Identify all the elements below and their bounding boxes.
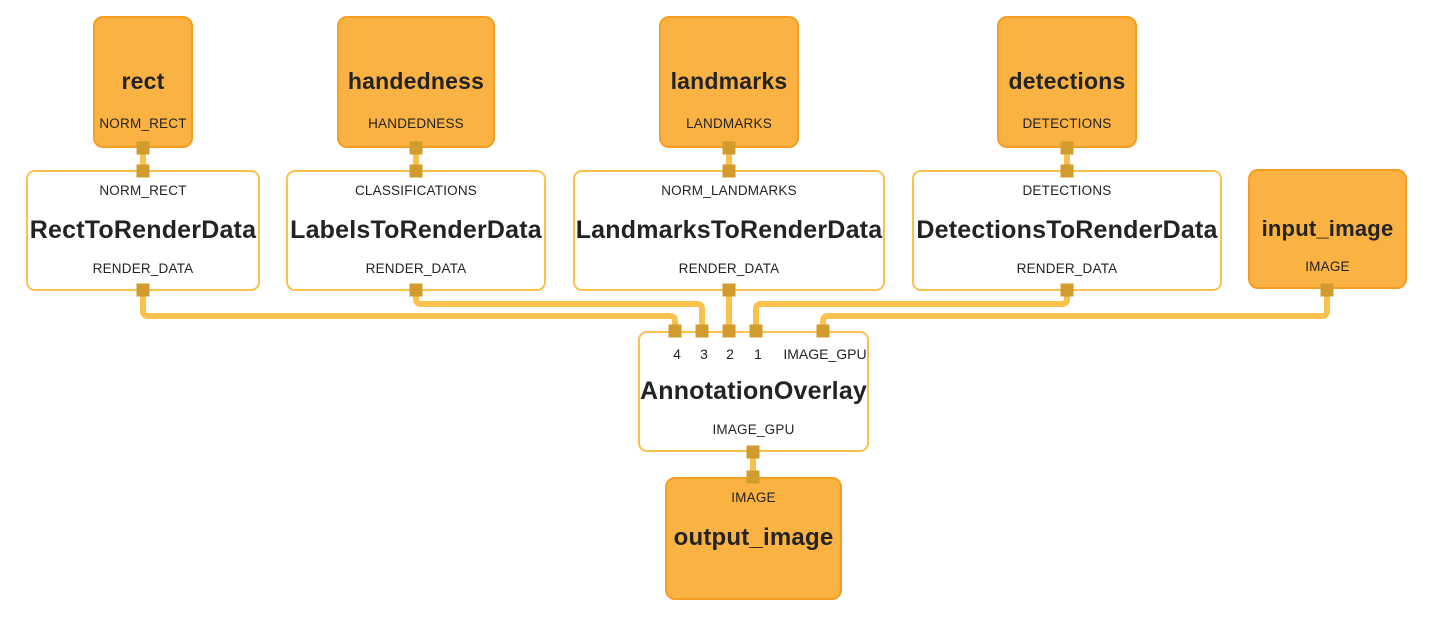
node-input-image-output-label: IMAGE	[1305, 259, 1350, 274]
node-detections-to-render-data-title: DetectionsToRenderData	[916, 215, 1218, 244]
node-annotation-overlay-title: AnnotationOverlay	[639, 376, 868, 405]
node-landmarks-title: landmarks	[670, 68, 788, 95]
node-detections-to-render-data[interactable]: DETECTIONS DetectionsToRenderData RENDER…	[912, 170, 1222, 291]
node-landmarks-to-render-data-output-label: RENDER_DATA	[678, 261, 780, 276]
edge-inputimage-to-overlay-imagegpu	[820, 287, 1330, 334]
node-labels-to-render-data-output-label: RENDER_DATA	[365, 261, 467, 276]
node-detections-to-render-data-input-label: DETECTIONS	[1022, 183, 1112, 198]
node-handedness-title: handedness	[347, 68, 485, 95]
node-detections-to-render-data-output-label: RENDER_DATA	[1016, 261, 1118, 276]
edge-labelstorenderdata-to-overlay-port3	[413, 287, 705, 334]
node-annotation-overlay-input-port-1: 1	[754, 346, 762, 362]
node-input-image-title: input_image	[1261, 215, 1394, 241]
node-landmarks-output-label: LANDMARKS	[686, 116, 772, 131]
node-annotation-overlay[interactable]: 4 3 2 1 IMAGE_GPU AnnotationOverlay IMAG…	[638, 331, 869, 452]
node-detections-title: detections	[1008, 68, 1126, 95]
node-output-image[interactable]: IMAGE output_image	[665, 477, 842, 600]
node-output-image-title: output_image	[673, 524, 834, 552]
node-output-image-input-label: IMAGE	[731, 490, 776, 505]
node-rect-output-label: NORM_RECT	[99, 116, 187, 131]
node-handedness[interactable]: handedness HANDEDNESS	[337, 16, 495, 148]
node-annotation-overlay-input-port-2: 2	[726, 346, 734, 362]
node-detections[interactable]: detections DETECTIONS	[997, 16, 1137, 148]
node-annotation-overlay-output-label: IMAGE_GPU	[712, 422, 795, 437]
node-rect-title: rect	[121, 68, 165, 95]
node-annotation-overlay-input-port-3: 3	[700, 346, 708, 362]
node-landmarks-to-render-data-title: LandmarksToRenderData	[575, 215, 883, 244]
edge-detectionstorenderdata-to-overlay-port1	[753, 287, 1070, 334]
node-landmarks[interactable]: landmarks LANDMARKS	[659, 16, 799, 148]
node-annotation-overlay-input-port-image-gpu: IMAGE_GPU	[783, 346, 867, 362]
node-input-image[interactable]: input_image IMAGE	[1248, 169, 1407, 289]
node-rect[interactable]: rect NORM_RECT	[93, 16, 193, 148]
node-handedness-output-label: HANDEDNESS	[368, 116, 464, 131]
node-labels-to-render-data-title: LabelsToRenderData	[290, 215, 542, 244]
node-rect-to-render-data[interactable]: NORM_RECT RectToRenderData RENDER_DATA	[26, 170, 260, 291]
node-labels-to-render-data[interactable]: CLASSIFICATIONS LabelsToRenderData RENDE…	[286, 170, 546, 291]
edge-recttorenderdata-to-overlay-port4	[140, 287, 678, 334]
node-detections-output-label: DETECTIONS	[1022, 116, 1112, 131]
node-labels-to-render-data-input-label: CLASSIFICATIONS	[354, 183, 478, 198]
node-annotation-overlay-input-port-4: 4	[673, 346, 681, 362]
node-landmarks-to-render-data[interactable]: NORM_LANDMARKS LandmarksToRenderData REN…	[573, 170, 885, 291]
node-landmarks-to-render-data-input-label: NORM_LANDMARKS	[661, 183, 797, 198]
node-rect-to-render-data-input-label: NORM_RECT	[99, 183, 187, 198]
node-rect-to-render-data-output-label: RENDER_DATA	[92, 261, 194, 276]
node-rect-to-render-data-title: RectToRenderData	[29, 215, 257, 244]
